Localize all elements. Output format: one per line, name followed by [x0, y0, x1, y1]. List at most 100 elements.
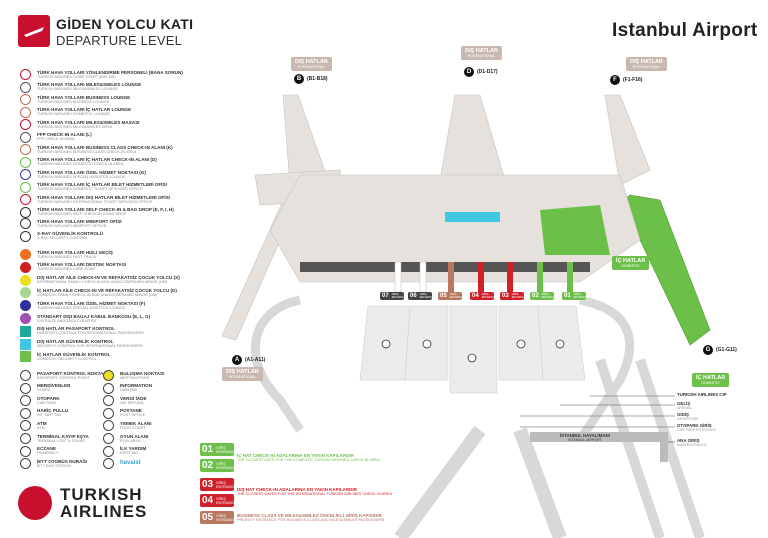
page-title: GİDEN YOLCU KATI — [56, 16, 194, 32]
entrance-sublabel: ENTRANCE — [216, 500, 236, 505]
pier-gate-range: F(F1-F16) — [610, 75, 642, 85]
check-in-front — [300, 262, 590, 272]
bus-icon — [20, 458, 31, 470]
check-in-icon — [20, 131, 31, 143]
food-court-icon — [103, 420, 114, 432]
service-label: INFORMATION — [120, 383, 153, 389]
pier-letter-icon: A — [232, 355, 242, 365]
color-dot-icon — [20, 300, 31, 312]
legend-sublabel: DOMESTIC SECURITY CONTROL — [37, 356, 97, 361]
entrance-label: GİRİŞ — [573, 293, 581, 296]
legend-sublabel: TURKISH AIRLINES DOMESTIC LOUNGE — [37, 112, 110, 116]
callout-sublabel: MAIN ENTRANCE — [677, 443, 707, 447]
information-icon — [103, 382, 114, 394]
legend-label: İÇ HATLAR AİLE CHECK-IN VE REFAKATSİZ ÇO… — [37, 287, 177, 293]
callout-label: TURKISH AIRLINES CIP — [677, 392, 727, 397]
entrance-label: GİRİŞ — [216, 461, 226, 466]
legend-label: DIŞ HATLAR AİLE CHECK-IN VE REFAKATSİZ Ç… — [37, 275, 180, 281]
service-sublabel: PLAY AREA — [120, 438, 141, 443]
legend-label: TÜRK HAVA YOLLARI SELF CHECK-IN & BAG DR… — [37, 207, 174, 212]
legend-sublabel: TURKISH AIRLINES SPECIAL ASSISTED LOUNGE — [37, 174, 126, 179]
legend-sublabel: TURKISH AIRLINES INTERNATIONAL TICKET SE… — [37, 199, 153, 204]
callout: TURKISH AIRLINES CIP — [677, 392, 727, 397]
airline-name-line2: AIRLINES — [60, 502, 148, 521]
domestic-area-label: İÇ HATLAR DOMESTIC — [612, 256, 650, 270]
service-label: HARİÇ PULLU — [37, 408, 69, 414]
service-sublabel: CAR PARK — [37, 400, 57, 405]
service-label: OTOPARK — [37, 395, 60, 401]
service-label: VERGİ İADE — [120, 395, 147, 401]
entrance-label: GİRİŞ — [216, 513, 226, 518]
airport-label-tr: İSTANBUL HAVALİMANI — [560, 433, 610, 438]
entrance-note-tr: İÇ HAT CHECK-IN ADALARINA EN YAKIN KAPIL… — [237, 453, 354, 458]
color-square-icon — [20, 351, 31, 363]
domestic-check-in-area — [540, 205, 610, 255]
entrance-number: 01 — [564, 293, 571, 299]
lost-found-icon — [20, 433, 31, 444]
callout-label: GELİŞ — [677, 401, 691, 406]
pier-letter-icon: G — [703, 345, 713, 355]
service-sublabel: PASSPORT CONTROL POINT — [37, 375, 90, 380]
service-sublabel: ATM — [37, 425, 45, 430]
legend-color-item: TÜRK HAVA YOLLARI ÖZEL HİZMET NOKTASI (F… — [20, 300, 145, 312]
turkish-airlines-crest-icon — [18, 486, 52, 520]
callout-sublabel: ARRIVAL — [677, 406, 693, 410]
callout-sublabel: DEPARTURE — [677, 417, 699, 421]
lounge-icon — [20, 81, 31, 93]
pier-label-en: INTERNATIONAL — [632, 65, 661, 69]
entrance-number: 02 — [532, 293, 539, 299]
legend-item: TÜRK HAVA YOLLARI İÇ HATLAR CHECK-IN ALA… — [20, 156, 157, 168]
entrance-sublabel: ENTRANCE — [216, 449, 236, 454]
legend-item: TÜRK HAVA YOLLARI SELF CHECK-IN & BAG DR… — [20, 206, 174, 218]
airline-name-line1: TURKISH — [60, 485, 143, 504]
pier-label-en: INTERNATIONAL — [297, 65, 326, 69]
domestic-label-tr: İÇ HATLAR — [616, 258, 646, 264]
service-label: POSTANE — [120, 408, 142, 414]
entrance-label: GİRİŞ — [481, 293, 489, 296]
legend-label: TÜRK HAVA YOLLARI BUSINESS CLASS CHECK-I… — [37, 144, 173, 150]
gate-range: (F1-F16) — [623, 77, 643, 83]
legend-sublabel: SECURITY CONTROL FOR INTERNATIONAL PASSE… — [37, 344, 143, 349]
legend-label: TÜRK HAVA YOLLARI MINIPORT OFİSİ — [37, 218, 122, 224]
entrance-note-tr: DIŞ HAT CHECK-IN ADALARINA EN YAKIN KAPI… — [237, 487, 357, 492]
legend-label: TÜRK HAVA YOLLARI DESTEK NOKTASI — [37, 262, 127, 268]
first-aid-icon — [103, 445, 114, 457]
pier-label-tr: DIŞ HATLAR — [295, 59, 328, 65]
intl-security — [445, 212, 500, 222]
entrance-sublabel: ENTRANCE — [391, 296, 406, 299]
service-label: ECZANE — [37, 446, 56, 452]
pier-label-en: INTERNATIONAL — [467, 54, 496, 58]
legend-label: DIŞ HATLAR GÜVENLİK KONTROL — [37, 339, 114, 345]
legend-color-item: İÇ HATLAR AİLE CHECK-IN VE REFAKATSİZ ÇO… — [20, 287, 177, 299]
gate-range: (A1-A11) — [245, 357, 266, 363]
service-label: MERDİVENLER — [37, 383, 71, 389]
service-sublabel: DANIŞMA — [120, 388, 138, 393]
istanbul-airport-logo: Istanbul Airport — [612, 20, 758, 41]
parking-icons — [381, 339, 565, 363]
legend-sublabel: TURKISH AIRLINES MILES&SMILES DESK — [37, 124, 113, 129]
entrance-sublabel: ENTRANCE — [573, 296, 588, 299]
service-sublabel: FIRST AID — [120, 451, 139, 456]
entrance-note: İÇ HAT CHECK-IN ADALARINA EN YAKIN KAPIL… — [237, 453, 380, 462]
